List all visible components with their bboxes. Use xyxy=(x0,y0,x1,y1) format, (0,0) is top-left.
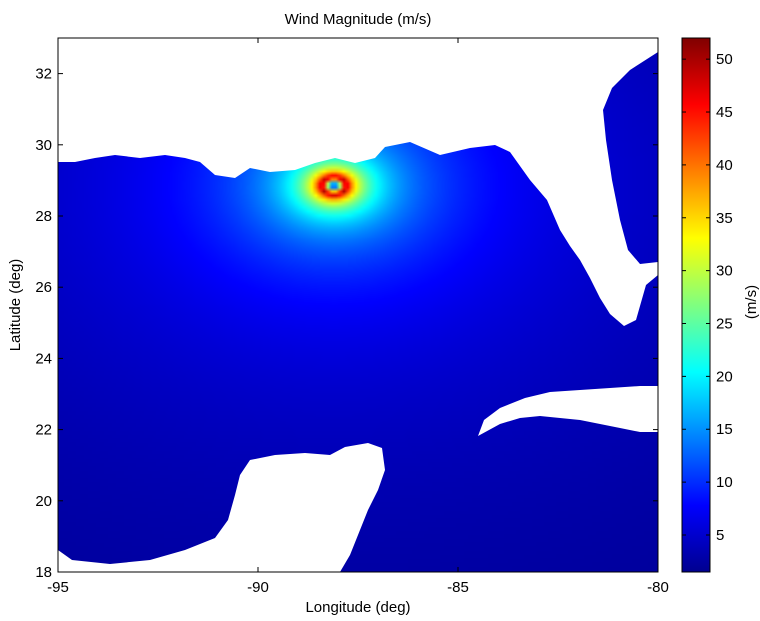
y-tick-label: 18 xyxy=(35,564,52,581)
x-tick-label: -90 xyxy=(247,579,269,596)
y-tick-label: 22 xyxy=(35,422,52,439)
colorbar-label: (m/s) xyxy=(743,285,760,319)
colorbar-tick-label: 45 xyxy=(716,104,733,121)
colorbar-bar xyxy=(681,37,711,573)
colorbar-ticks: 5 10 15 20 25 30 35 40 45 50 xyxy=(682,51,733,544)
colorbar-tick-label: 10 xyxy=(716,474,733,491)
y-tick-label: 32 xyxy=(35,66,52,83)
colorbar-tick-label: 35 xyxy=(716,210,733,227)
y-tick-label: 26 xyxy=(35,279,52,296)
land-us-gulf-coast xyxy=(58,38,658,326)
x-axis-label: Longitude (deg) xyxy=(305,599,410,616)
y-axis: 18 20 22 24 26 28 30 32 xyxy=(35,66,658,581)
land-mississippi-delta xyxy=(245,128,300,152)
colorbar-tick-label: 30 xyxy=(716,263,733,280)
y-tick-label: 24 xyxy=(35,350,52,367)
x-axis: -95 -90 -85 -80 xyxy=(47,38,669,596)
land-cuba xyxy=(478,386,658,436)
colorbar-tick-label: 15 xyxy=(716,421,733,438)
colorbar-tick-label: 50 xyxy=(716,51,733,68)
colorbar: 5 10 15 20 25 30 35 40 45 50 (m/s) xyxy=(681,37,760,573)
y-tick-label: 30 xyxy=(35,137,52,154)
land-yucatan xyxy=(58,443,385,572)
colorbar-tick-label: 25 xyxy=(716,316,733,333)
x-tick-label: -95 xyxy=(47,579,69,596)
colorbar-tick-label: 40 xyxy=(716,157,733,174)
colorbar-tick-label: 5 xyxy=(716,527,724,544)
x-tick-label: -80 xyxy=(647,579,669,596)
y-tick-label: 28 xyxy=(35,208,52,225)
chart-title: Wind Magnitude (m/s) xyxy=(285,11,432,28)
x-tick-label: -85 xyxy=(447,579,469,596)
plot-area xyxy=(57,37,659,573)
y-tick-label: 20 xyxy=(35,493,52,510)
plot-frame xyxy=(57,37,659,573)
y-axis-label: Latitude (deg) xyxy=(7,259,24,352)
land-masks xyxy=(58,38,658,572)
colorbar-tick-label: 20 xyxy=(716,368,733,385)
